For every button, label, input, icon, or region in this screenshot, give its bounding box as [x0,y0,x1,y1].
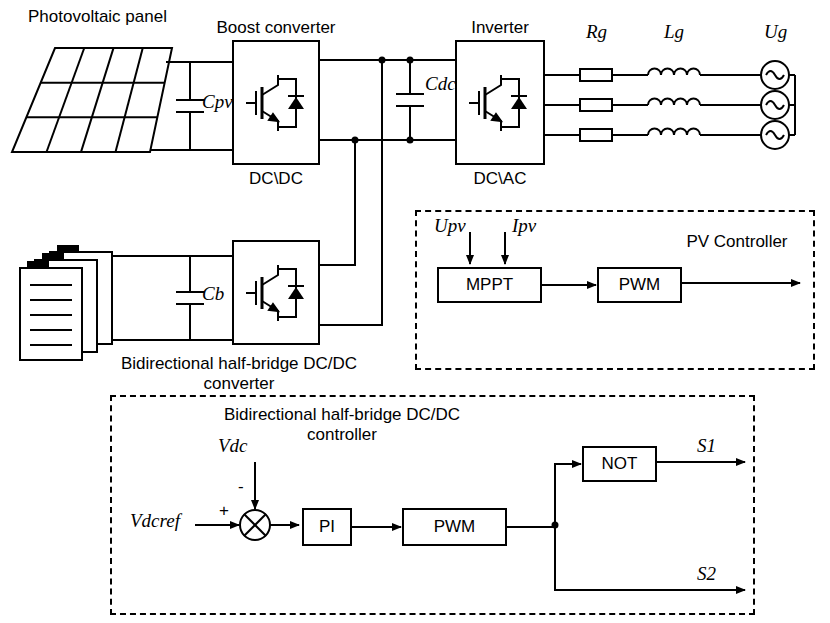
converter-box: Bidirectional half-bridge DC/DC converte… [232,240,320,345]
symbol-label: Cb [202,284,224,305]
symbol-label: Vdc [218,436,248,457]
signal-arrow [507,464,581,527]
symbol-label: Ipv [512,216,536,237]
symbol-label: Upv [434,216,466,237]
symbol-label: Rg [586,22,607,43]
text-label: Photovoltaic panel [28,8,167,27]
node-text: PI [319,517,335,537]
pv-panel [12,48,172,152]
symbol-label: Cpv [202,92,233,113]
symbol-label: Ug [764,22,787,43]
controller-group: PV ControllerMPPT PWM [415,210,815,370]
symbol-label: Cdc [425,74,456,95]
block-box: NOT [582,446,657,482]
symbol-label: Vdcref [130,511,180,532]
block-box: PWM [402,508,507,546]
node-text: Bidirectional half-bridge DC/DC converte… [114,354,364,395]
controller-group: Bidirectional half-bridge DC/DC controll… [110,395,755,615]
block-box: PI [302,508,352,546]
node-text: Bidirectional half-bridge DC/DC controll… [212,405,472,446]
symbol-label: S1 [697,436,716,457]
node-text: DC\AC [440,169,560,189]
symbol-label: Lg [664,22,684,43]
node-text: PWM [619,275,661,295]
text-label: - [238,478,244,497]
converter-box: Boost converterDC\DC [232,40,320,165]
node-text: MPPT [466,275,513,295]
node-text: Boost converter [216,18,336,38]
node-text: PV Controller [672,232,802,252]
signal-arrow [352,526,401,528]
text-label: + [219,502,229,521]
battery-pack [20,246,112,360]
block-box: MPPT [437,267,542,303]
dc-bus-wire [320,60,455,140]
block-box: PWM [597,267,682,303]
node-text: PWM [434,517,476,537]
symbol-label: S2 [697,564,716,585]
converter-box: InverterDC\AC [455,40,545,165]
node-text: Inverter [440,18,560,38]
node-text: DC\DC [216,169,336,189]
node-text: NOT [602,454,638,474]
signal-arrow [542,284,596,286]
